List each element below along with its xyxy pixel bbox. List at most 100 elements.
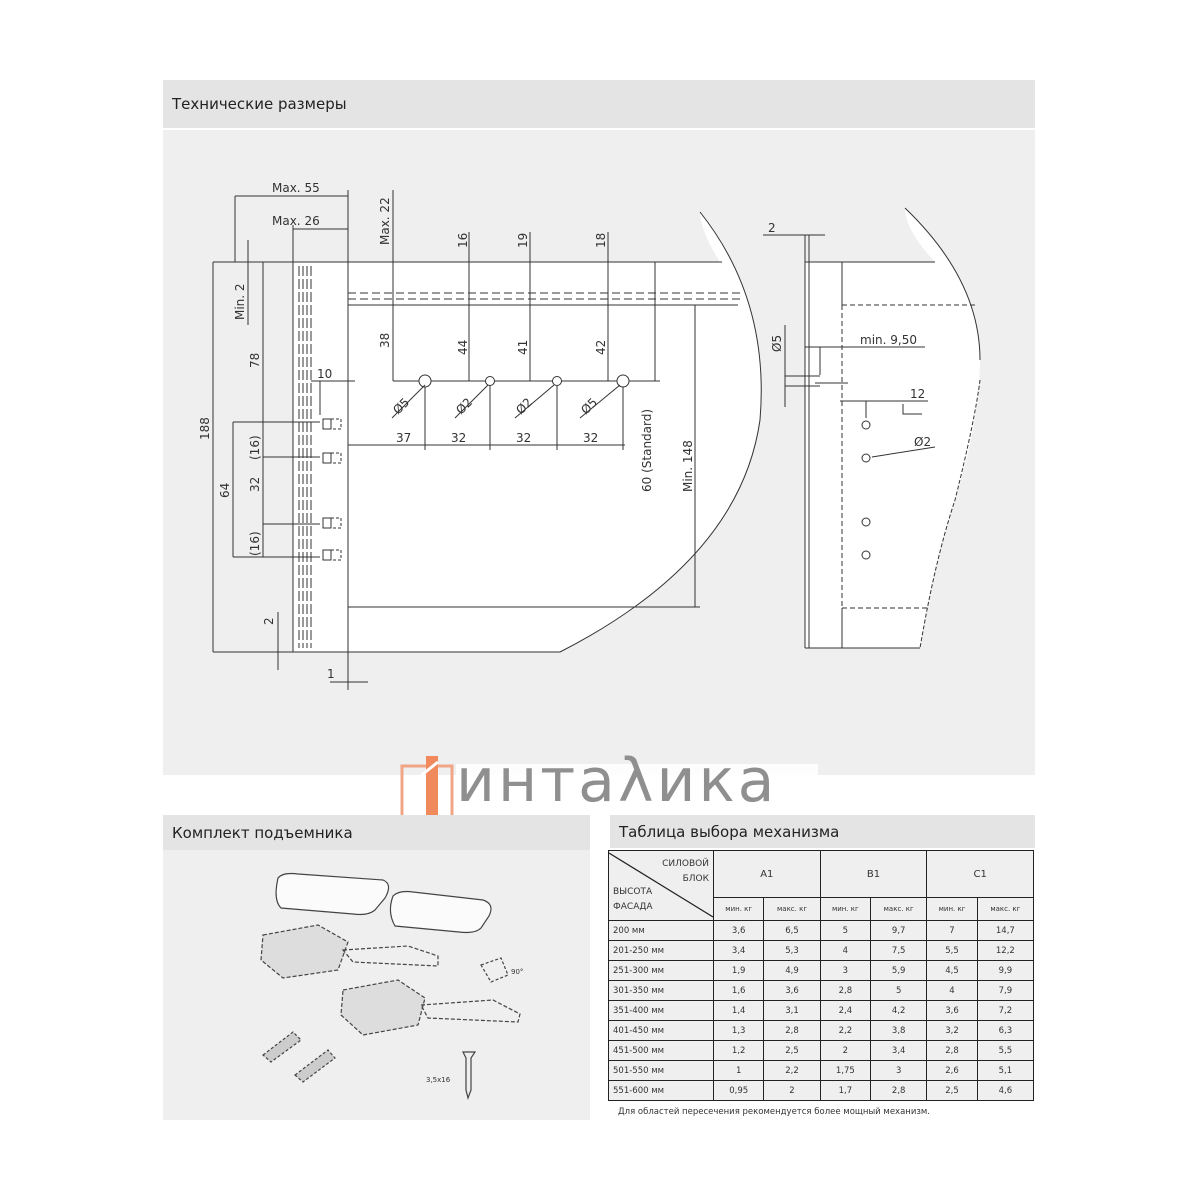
dim-label: 78	[248, 353, 262, 368]
side-view-shape	[805, 208, 980, 648]
weight-cell: 1,9	[712, 960, 765, 981]
dim-label: 44	[456, 340, 470, 355]
weight-cell: 1,6	[712, 980, 765, 1001]
logo-text: интаλика	[456, 746, 778, 816]
weight-cell: 3,6	[763, 980, 821, 1001]
technical-drawing: Max. 55 Max. 26 Max. 22 Min. 2 188 78 64…	[198, 181, 981, 690]
mechanism-selection-table: СИЛОВОЙ БЛОК ВЫСОТА ФАСАДА A1 B1 C1 мин.…	[608, 850, 1035, 1101]
dim-label: 19	[516, 233, 530, 248]
weight-cell: 3,1	[763, 1000, 821, 1021]
weight-cell: 2,8	[763, 1020, 821, 1041]
cabinet-side-shape	[348, 212, 762, 652]
dim-label: Max. 22	[378, 197, 392, 245]
dim-label: 2	[768, 221, 776, 235]
weight-cell: 2,8	[819, 980, 872, 1001]
group-header-c1: C1	[926, 850, 1034, 898]
weight-cell: 2,8	[870, 1080, 928, 1101]
weight-cell: 7,2	[976, 1000, 1035, 1021]
dim-label: 18	[594, 233, 608, 248]
weight-cell: 2,8	[926, 1040, 978, 1061]
clip	[480, 957, 509, 983]
cover-cap-right	[389, 890, 492, 934]
weight-cell: 3,4	[712, 940, 765, 961]
side-hole	[861, 453, 871, 463]
weight-cell: 9,9	[976, 960, 1035, 981]
dim-label: 64	[218, 483, 232, 498]
tech-dims-header: Технические размеры	[163, 80, 1035, 128]
row-height-label: 551-600 мм	[608, 1080, 714, 1101]
weight-cell: 2,6	[926, 1060, 978, 1081]
weight-cell: 3,4	[870, 1040, 928, 1061]
side-hole	[861, 420, 871, 430]
mounting-plate	[294, 1049, 336, 1083]
dim-label: 32	[248, 477, 262, 492]
weight-cell: 5,5	[926, 940, 978, 961]
corner-top-label: СИЛОВОЙ БЛОК	[662, 859, 709, 884]
table-corner-header: СИЛОВОЙ БЛОК ВЫСОТА ФАСАДА	[608, 850, 714, 921]
table-note: Для областей пересечения рекомендуется б…	[618, 1107, 930, 1117]
weight-cell: 3,6	[712, 920, 765, 941]
weight-cell: 3	[870, 1060, 928, 1081]
kit-title: Комплект подъемника	[172, 823, 353, 842]
weight-cell: 7	[926, 920, 978, 941]
weight-cell: 7,5	[870, 940, 928, 961]
kit-header: Комплект подъемника	[163, 815, 590, 850]
weight-cell: 12,2	[976, 940, 1035, 961]
row-height-label: 251-300 мм	[608, 960, 714, 981]
kit-illustration: 90° 3,5x16	[260, 872, 523, 1101]
side-hole	[861, 550, 871, 560]
table-header: Таблица выбора механизма	[610, 815, 1035, 848]
weight-cell: 5,1	[976, 1060, 1035, 1081]
dim-label: (16)	[248, 435, 262, 460]
weight-cell: 1,75	[819, 1060, 872, 1081]
weight-cell: 1,2	[712, 1040, 765, 1061]
weight-cell: 2,5	[763, 1040, 821, 1061]
logo-mark	[400, 756, 454, 820]
hole-5mm	[616, 374, 630, 388]
dim-label: Max. 26	[272, 214, 320, 228]
weight-cell: 4,2	[870, 1000, 928, 1021]
mount-pins	[322, 418, 342, 561]
dim-label: min. 9,50	[860, 333, 917, 347]
weight-cell: 5,5	[976, 1040, 1035, 1061]
tech-dims-panel: Max. 55 Max. 26 Max. 22 Min. 2 188 78 64…	[163, 130, 1035, 775]
sub-header-max: макс. кг	[763, 897, 821, 921]
intalika-logo: интаλика	[398, 746, 818, 822]
dim-label: Min. 148	[681, 440, 695, 492]
weight-cell: 4,6	[976, 1080, 1035, 1101]
sub-header-min: мин. кг	[712, 897, 765, 921]
weight-cell: 3,6	[926, 1000, 978, 1021]
clip-label: 90°	[511, 968, 523, 976]
group-header-b1: B1	[819, 850, 928, 898]
weight-cell: 1,3	[712, 1020, 765, 1041]
weight-cell: 2,2	[763, 1060, 821, 1081]
dim-label: 12	[910, 387, 925, 401]
screw	[462, 1051, 477, 1101]
weight-cell: 2,4	[819, 1000, 872, 1021]
dim-label: 188	[198, 417, 212, 440]
weight-cell: 3,8	[870, 1020, 928, 1041]
dim-label: 60 (Standard)	[640, 409, 654, 492]
dim-label: 2	[262, 617, 276, 625]
dim-label: 16	[456, 233, 470, 248]
tech-dims-title: Технические размеры	[172, 95, 347, 113]
weight-cell: 3,2	[926, 1020, 978, 1041]
dim-label: 42	[594, 340, 608, 355]
dim-label: Ø5	[770, 335, 784, 352]
weight-cell: 1,7	[819, 1080, 872, 1101]
dim-label: 41	[516, 340, 530, 355]
sub-header-min: мин. кг	[926, 897, 978, 921]
weight-cell: 4	[926, 980, 978, 1001]
dim-label: Max. 55	[272, 181, 320, 195]
dim-label: 37	[396, 431, 411, 445]
weight-cell: 4	[819, 940, 872, 961]
